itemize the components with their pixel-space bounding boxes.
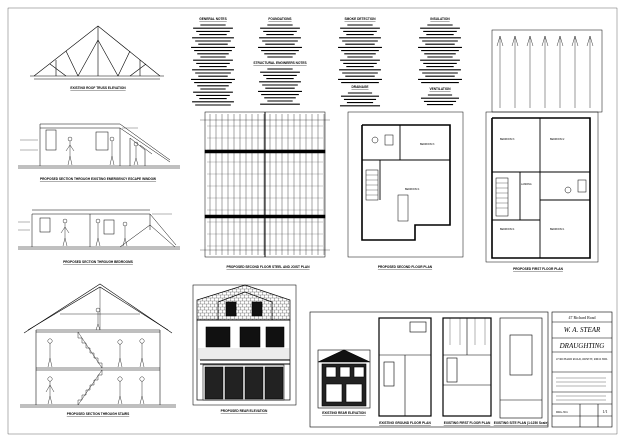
- notes-heading-insulation: INSULATION: [430, 17, 450, 21]
- label-section-stairs: PROPOSED SECTION THROUGH STAIRS: [67, 412, 129, 416]
- title-address: 47 RICHARD ROAD, ORSETT, RM16 3DD.: [556, 358, 608, 361]
- label-section-bedroom: PROPOSED SECTION THROUGH BEDROOMS: [63, 260, 133, 264]
- existing-drawings-panel: [309, 311, 549, 428]
- roof-plan-top: [491, 29, 603, 113]
- label-floor-steel: PROPOSED SECOND FLOOR STEEL AND JOIST PL…: [226, 265, 310, 269]
- notes-heading-foundations: FOUNDATIONS: [268, 17, 291, 21]
- label-exist-rear: EXISTING REAR ELEVATION: [322, 411, 366, 415]
- notes-heading-drainage: DRAINAGE: [351, 85, 368, 89]
- notes-text-lines: [191, 24, 462, 107]
- label-rear-elevation: PROPOSED REAR ELEVATION: [221, 409, 268, 413]
- title-sheet: 1/1: [602, 409, 607, 414]
- roof-truss-elevation: [30, 25, 164, 80]
- notes-heading-structural: STRUCTURAL ENGINEERS NOTES: [253, 61, 306, 65]
- room-bedroom1-1f: BEDROOM 1: [550, 228, 565, 231]
- notes-heading-smoke: SMOKE DETECTION: [345, 17, 377, 21]
- room-bedroom4-1f: BEDROOM 4: [500, 228, 515, 231]
- room-bedroom3-1f: BEDROOM 3: [500, 138, 515, 141]
- title-company2: DRAUGHTING: [559, 342, 605, 350]
- title-drawing-no: DRG.NO.: [556, 410, 568, 414]
- room-bedroom3-2f: BEDROOM 3: [420, 143, 435, 146]
- label-exist-ground: EXISTING GROUND FLOOR PLAN: [379, 421, 431, 425]
- label-exist-first: EXISTING FIRST FLOOR PLAN: [444, 421, 491, 425]
- second-floor-plan: [347, 111, 464, 258]
- section-dormer: [18, 123, 180, 169]
- notes-heading-general: GENERAL NOTES: [199, 17, 226, 21]
- notes-heading-ventilation: VENTILATION: [429, 87, 451, 91]
- section-stairs: [20, 283, 176, 408]
- label-roof-truss: EXISTING ROOF TRUSS ELEVATION: [70, 86, 126, 90]
- sheet-border: [7, 7, 618, 435]
- room-landing-1f: LANDING: [521, 183, 532, 186]
- title-company: W. A. STEAR: [564, 326, 601, 334]
- specification-notes: GENERAL NOTES FOUNDATIONS SMOKE DETECTIO…: [199, 17, 451, 91]
- label-section-dormer: PROPOSED SECTION THROUGH EXISTING EMERGE…: [40, 177, 156, 181]
- label-first-floor: PROPOSED FIRST FLOOR PLAN: [513, 267, 563, 271]
- steel-joist-plan: [200, 111, 330, 258]
- first-floor-plan: [485, 111, 599, 263]
- room-bedroom4-2f: BEDROOM 4: [405, 188, 420, 191]
- label-exist-site: EXISTING SITE PLAN (1:1250 Scale): [494, 421, 549, 425]
- title-block: [551, 311, 613, 428]
- label-second-floor: PROPOSED SECOND FLOOR PLAN: [378, 265, 433, 269]
- title-project: 47 Richard Road: [568, 315, 595, 320]
- room-bedroom2-1f: BEDROOM 2: [550, 138, 565, 141]
- section-bedrooms: [18, 209, 180, 250]
- proposed-rear-elevation: [192, 284, 297, 406]
